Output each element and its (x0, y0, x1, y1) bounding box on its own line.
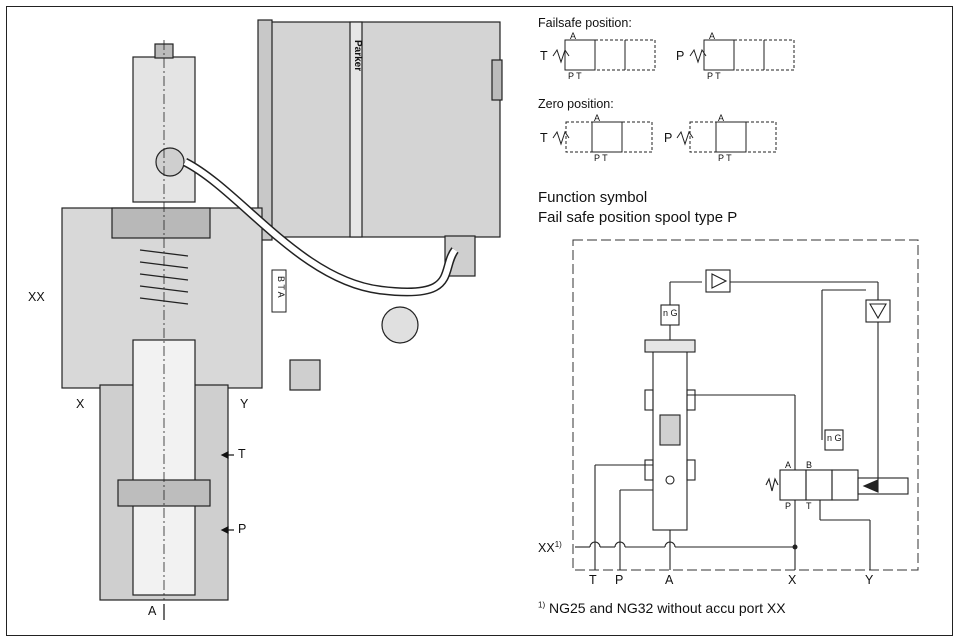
brand-logo: Parker (352, 40, 363, 72)
schematic-port-t: T (589, 573, 597, 587)
function-symbol-title: Function symbol (538, 189, 648, 206)
schematic-port-y: Y (865, 573, 874, 587)
schematic-port-p: P (615, 573, 624, 587)
cutaway-label-t: T (238, 447, 246, 461)
valve-port-t: T (806, 501, 812, 511)
connector-label: B T A (276, 276, 286, 298)
valve-sensor-label: n G (827, 433, 842, 443)
zero-title: Zero position: (538, 97, 614, 111)
function-symbol-subtitle: Fail safe position spool type P (538, 209, 738, 226)
schematic-port-a: A (665, 573, 674, 587)
zero2-pt: P T (718, 153, 732, 163)
schematic-port-x: X (788, 573, 797, 587)
cutaway-label-x: X (76, 397, 85, 411)
pilot-sensor-label: n G (663, 308, 678, 318)
failsafe2-a: A (709, 31, 716, 41)
zero2-a: A (718, 113, 725, 123)
valve-port-b: B (806, 460, 813, 470)
failsafe1-t: T (540, 49, 548, 63)
schematic-port-xx: XX1) (538, 540, 562, 556)
zero1-t: T (540, 131, 548, 145)
valve-port-p: P (785, 501, 792, 511)
failsafe2-pt: P T (707, 71, 721, 81)
cutaway-label-xx: XX (28, 290, 45, 304)
cutaway-label-a: A (148, 604, 157, 618)
failsafe1-a: A (570, 31, 577, 41)
electronics-housing (264, 21, 501, 238)
cutaway-label-p: P (238, 522, 247, 536)
valve-port-a: A (785, 460, 792, 470)
cutaway-label-y: Y (240, 397, 249, 411)
failsafe2-p: P (676, 49, 685, 63)
zero1-a: A (594, 113, 601, 123)
zero1-pt: P T (594, 153, 608, 163)
footnote: 1) NG25 and NG32 without accu port XX (538, 600, 786, 616)
zero2-p: P (664, 131, 673, 145)
failsafe1-pt: P T (568, 71, 582, 81)
failsafe-title: Failsafe position: (538, 16, 632, 30)
